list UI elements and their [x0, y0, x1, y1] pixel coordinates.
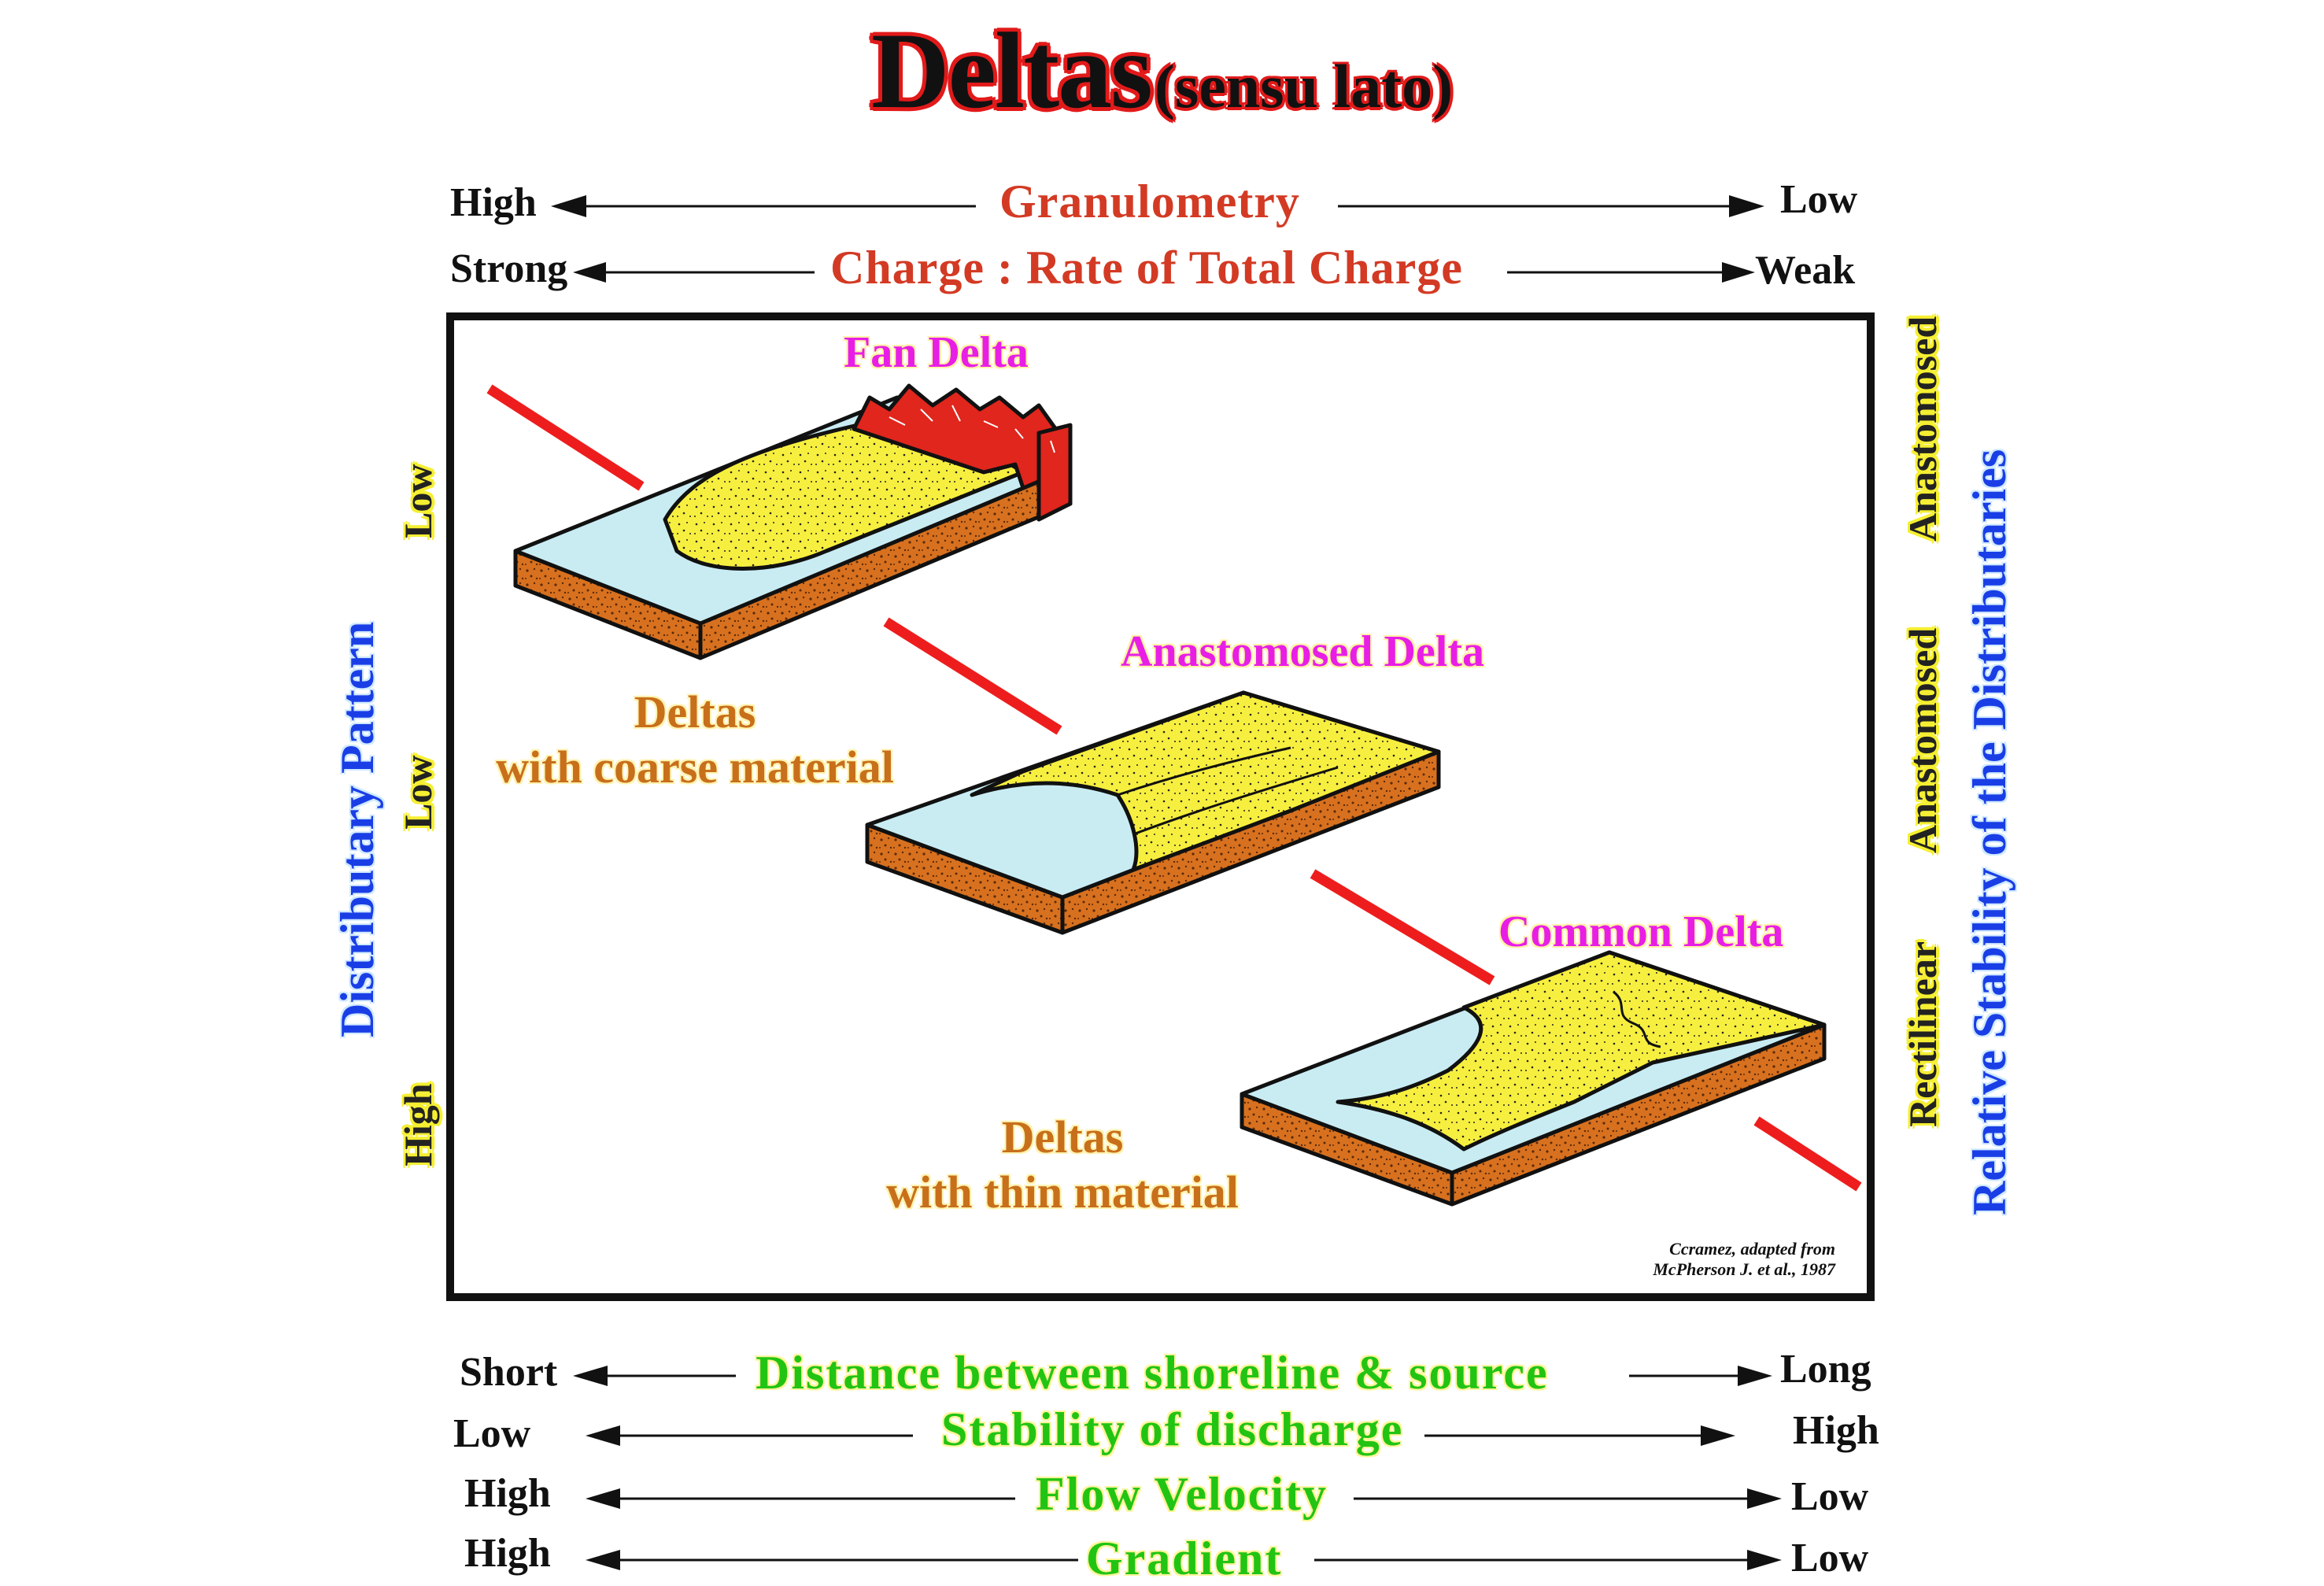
bottom-arrowheads: [573, 1366, 1782, 1570]
gradient-axis-title: Gradient: [1086, 1532, 1283, 1584]
charge-right-label: Weak: [1755, 248, 1856, 293]
velocity-left-label: High: [464, 1471, 551, 1516]
relative-stability-title: Relative Stability of the Distributaries: [1964, 449, 2015, 1215]
credit-note: Ccramez, adapted from McPherson J. et al…: [1543, 1239, 1835, 1280]
thin-material-line2: with thin material: [886, 1166, 1239, 1218]
coarse-material-line2: with coarse material: [496, 741, 894, 793]
distance-left-label: Short: [460, 1350, 558, 1395]
distributary-level-3: High: [396, 1083, 440, 1166]
granulometry-left-label: High: [450, 180, 537, 225]
fan-delta-label: Fan Delta: [844, 328, 1029, 377]
distributary-level-1: Low: [396, 464, 440, 538]
thin-material-label: Deltas with thin material: [854, 1110, 1271, 1220]
charge-axis-title: Charge : Rate of Total Charge: [830, 242, 1463, 294]
velocity-axis-title: Flow Velocity: [1036, 1468, 1328, 1520]
stability-right-label: High: [1793, 1408, 1879, 1453]
gradient-right-label: Low: [1791, 1536, 1869, 1580]
velocity-right-label: Low: [1791, 1474, 1869, 1519]
distance-axis-title: Distance between shoreline & source: [756, 1347, 1549, 1399]
stability-level-3: Rectilinear: [1901, 941, 1945, 1127]
bottom-axis-arrows: [582, 1374, 1763, 1562]
credit-line2: McPherson J. et al., 1987: [1653, 1259, 1835, 1279]
granulometry-right-label: Low: [1780, 177, 1858, 222]
stability-level-2: Anastomosed: [1901, 627, 1945, 853]
coarse-material-line1: Deltas: [634, 686, 756, 738]
page-title: Deltas (sensu lato): [0, 8, 2324, 133]
distributary-pattern-title: Distributary Pattern: [331, 621, 383, 1037]
anastomosed-delta-block: [865, 690, 1441, 935]
red-connector-lines: [486, 384, 1862, 1192]
title-sub: (sensu lato): [1154, 52, 1454, 120]
stability-level-1: Anastomosed: [1901, 316, 1945, 542]
stability-left-label: Low: [453, 1411, 531, 1456]
gradient-left-label: High: [464, 1531, 551, 1576]
fan-delta-block: [513, 383, 1073, 660]
title-main: Deltas: [870, 10, 1153, 131]
common-delta-label: Common Delta: [1498, 908, 1784, 956]
anastomosed-delta-label: Anastomosed Delta: [1121, 627, 1484, 676]
top-axis-arrows: [560, 203, 1756, 275]
charge-left-label: Strong: [450, 246, 568, 291]
diagram-frame: [446, 312, 1875, 1301]
thin-material-line1: Deltas: [1001, 1111, 1124, 1163]
granulometry-axis-title: Granulometry: [999, 176, 1300, 227]
stability-axis-title: Stability of discharge: [941, 1403, 1404, 1455]
distributary-level-2: Low: [396, 755, 440, 830]
coarse-material-label: Deltas with coarse material: [471, 685, 919, 795]
distance-right-label: Long: [1780, 1347, 1871, 1392]
common-delta-block: [1240, 950, 1827, 1207]
credit-line1: Ccramez, adapted from: [1669, 1239, 1835, 1259]
top-arrowheads: [551, 195, 1764, 283]
